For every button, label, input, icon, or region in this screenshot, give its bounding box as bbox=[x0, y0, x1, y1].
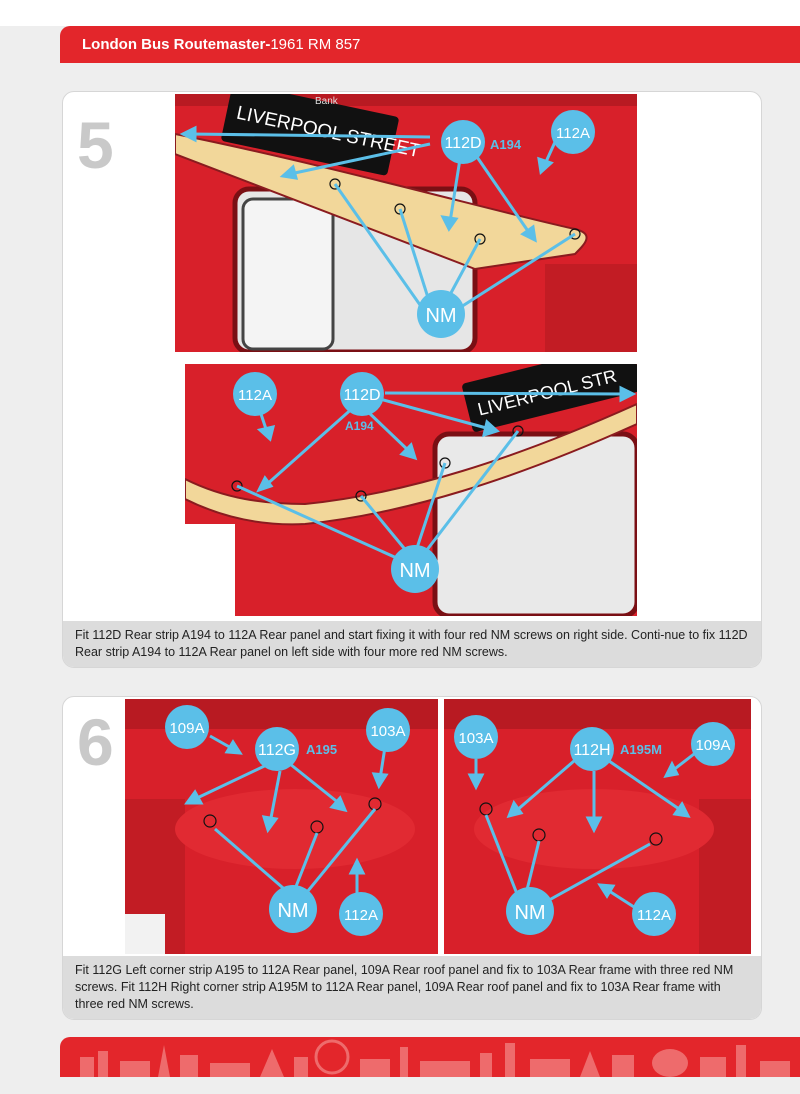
page-footer-skyline bbox=[60, 1037, 800, 1077]
callout-nm: NM bbox=[506, 887, 554, 935]
step-6-card: 6 109A 112G A195 bbox=[62, 696, 762, 1020]
callout-nm: NM bbox=[391, 545, 439, 593]
callout-103a: 103A bbox=[366, 708, 410, 752]
header-title-bold: London Bus Routemaster- bbox=[82, 36, 271, 53]
callout-112a: 112A bbox=[632, 892, 676, 936]
step-5-caption: Fit 112D Rear strip A194 to 112A Rear pa… bbox=[63, 621, 761, 667]
svg-text:NM: NM bbox=[425, 305, 456, 327]
callout-112d: 112D A194 bbox=[441, 120, 522, 164]
svg-text:112D: 112D bbox=[444, 135, 481, 152]
callout-112a: 112A bbox=[551, 110, 595, 154]
svg-text:112G: 112G bbox=[258, 742, 296, 759]
svg-text:109A: 109A bbox=[169, 720, 204, 737]
svg-text:109A: 109A bbox=[695, 737, 730, 754]
header-title-rest: 1961 RM 857 bbox=[270, 36, 361, 53]
step-5-bottom-illustration: LIVERPOOL STR 112D A194 112A NM bbox=[185, 364, 637, 616]
step-5-card: 5 LIVERPOOL STREET Bank bbox=[62, 91, 762, 668]
london-skyline-graphic bbox=[80, 1039, 790, 1077]
svg-text:112A: 112A bbox=[238, 387, 272, 404]
callout-nm: NM bbox=[417, 290, 465, 338]
page-top-margin bbox=[0, 0, 800, 26]
svg-text:112A: 112A bbox=[344, 907, 378, 924]
step-5-top-illustration: LIVERPOOL STREET Bank 112D A194 112A bbox=[175, 94, 637, 352]
step-number: 6 bbox=[77, 705, 114, 779]
svg-text:A194: A194 bbox=[345, 419, 374, 433]
callout-103a: 103A bbox=[454, 715, 498, 759]
callout-109a: 109A bbox=[165, 705, 209, 749]
step-6-right-illustration: 103A 112H A195M 109A NM 112A bbox=[444, 699, 751, 954]
page-header: London Bus Routemaster-1961 RM 857 bbox=[60, 26, 800, 63]
svg-text:112D: 112D bbox=[343, 387, 380, 404]
svg-text:112H: 112H bbox=[573, 742, 610, 759]
callout-112h: 112H A195M bbox=[570, 727, 662, 771]
callout-112d: 112D A194 bbox=[340, 372, 384, 433]
step-6-left-illustration: 109A 112G A195 103A NM 112A bbox=[125, 699, 438, 954]
svg-text:112A: 112A bbox=[556, 125, 590, 142]
callout-112a: 112A bbox=[233, 372, 277, 416]
callout-112a: 112A bbox=[339, 892, 383, 936]
svg-text:A194: A194 bbox=[490, 137, 522, 152]
step-6-caption: Fit 112G Left corner strip A195 to 112A … bbox=[63, 956, 761, 1019]
svg-text:A195: A195 bbox=[306, 742, 337, 757]
svg-text:Bank: Bank bbox=[315, 96, 339, 107]
svg-text:A195M: A195M bbox=[620, 742, 662, 757]
callout-nm: NM bbox=[269, 885, 317, 933]
step-number: 5 bbox=[77, 108, 114, 182]
svg-text:112A: 112A bbox=[637, 907, 671, 924]
callout-109a: 109A bbox=[691, 722, 735, 766]
svg-text:NM: NM bbox=[399, 560, 430, 582]
svg-text:103A: 103A bbox=[458, 730, 493, 747]
svg-text:NM: NM bbox=[514, 902, 545, 924]
callout-112g: 112G A195 bbox=[255, 727, 337, 771]
svg-text:103A: 103A bbox=[370, 723, 405, 740]
svg-text:NM: NM bbox=[277, 900, 308, 922]
